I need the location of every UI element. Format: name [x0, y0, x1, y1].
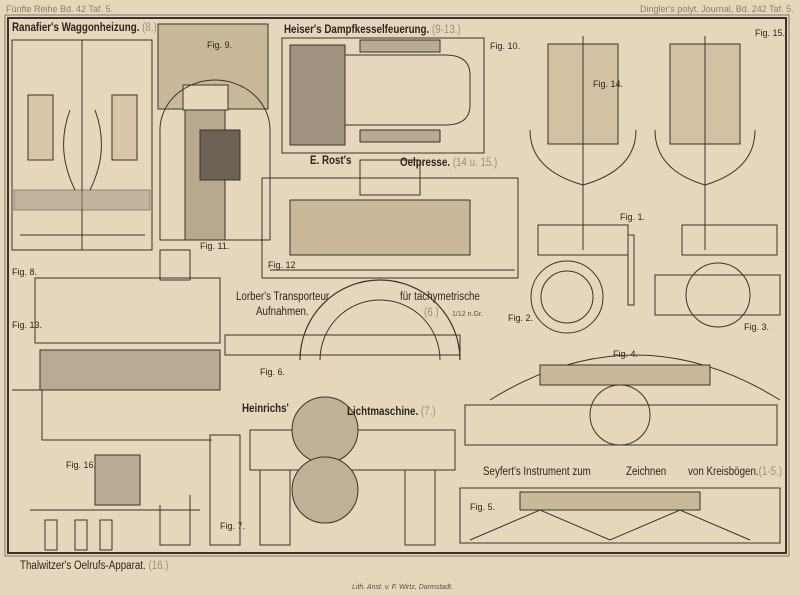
fig-6-label: Fig. 6.: [260, 367, 286, 377]
title-ref: (16.): [148, 560, 169, 572]
title-ref: (8.): [142, 22, 157, 34]
title-lorber-ref: (6.): [424, 307, 439, 319]
fig-15-label: Fig. 15.: [755, 28, 786, 38]
title-ref: (7.): [420, 406, 436, 418]
title-text: Ranafier's Waggonheizung.: [12, 22, 140, 34]
fig-4-label: Fig. 4.: [613, 349, 639, 359]
fig5-arc-instrument: [459, 487, 781, 544]
title-seyfert-2: Zeichnen: [626, 466, 667, 478]
title-rost-1: E. Rost's: [310, 155, 352, 167]
title-thalwitzer: Thalwitzer's Oelrufs-Apparat. (16.): [20, 560, 169, 572]
fig-8-label: Fig. 8.: [12, 267, 38, 277]
plate-frame: [7, 17, 787, 554]
fig-10-label: Fig. 10.: [490, 41, 521, 51]
fig9-fig11-furnace: [157, 23, 271, 241]
title-ranafier: Ranafier's Waggonheizung. (8.): [12, 22, 157, 34]
title-ref: (9-13.): [431, 24, 461, 36]
fig-14-label: Fig. 14.: [593, 79, 624, 89]
fig-3-label: Fig. 3.: [744, 322, 770, 332]
fig-11-label: Fig. 11.: [200, 241, 230, 251]
lithographer-credit: Lith. Anst. v. F. Wirtz, Darmstadt.: [352, 584, 453, 591]
title-text: von Kreisbögen.: [688, 466, 759, 478]
fig3-plate: [654, 274, 781, 316]
fig-5-label: Fig. 5.: [470, 502, 496, 512]
title-heinrichs-1: Heinrichs': [242, 403, 289, 415]
fig-9-label: Fig. 9.: [207, 40, 233, 50]
title-text: Oelpresse.: [400, 157, 451, 169]
fig13-boiler: [12, 249, 221, 441]
title-ref: (1-5.): [758, 466, 783, 478]
title-rost-2: Oelpresse. (14 u. 15.): [400, 157, 497, 169]
title-heiser: Heiser's Dampfkesselfeuerung. (9-13.): [284, 24, 461, 36]
fig8-waggon-heater: [11, 39, 153, 251]
fig-2-label: Fig. 2.: [508, 313, 534, 323]
fig2-disc: [530, 260, 604, 334]
fig15-press: [654, 36, 778, 256]
header-series-volume: Fünfte Reihe Bd. 42 Taf. 5.: [6, 4, 113, 14]
fig-7-label: Fig. 7.: [220, 521, 246, 531]
fig14-press: [529, 36, 637, 256]
title-ref: (14 u. 15.): [452, 157, 498, 169]
title-heinrichs-2: Lichtmaschine. (7.): [347, 406, 436, 418]
header-journal: Dingler's polyt. Journal, Bd. 242 Taf. 5…: [640, 4, 794, 14]
fig4-arc-instrument: [464, 354, 781, 446]
title-lorber-1: Lorber's Transporteur: [236, 291, 330, 303]
plate-outer-frame: [4, 14, 790, 557]
fig-13-label: Fig. 13.: [12, 320, 43, 330]
title-lorber-3: für tachymetrische: [400, 291, 480, 303]
fig-16-label: Fig. 16.: [66, 460, 97, 470]
fig-1-label: Fig. 1.: [620, 212, 646, 222]
fig1-rod: [627, 234, 635, 306]
fig10-boiler: [281, 37, 485, 154]
title-seyfert-3: von Kreisbögen.(1-5.): [688, 466, 782, 478]
fig16-oil-apparatus: [30, 454, 200, 551]
title-text: Lichtmaschine.: [347, 406, 419, 418]
title-text: Thalwitzer's Oelrufs-Apparat.: [20, 560, 146, 572]
title-lorber-2: Aufnahmen.: [256, 306, 309, 318]
fig6-protractor: [224, 279, 461, 361]
title-text: Heiser's Dampfkesselfeuerung.: [284, 24, 430, 36]
fig7-dynamo: [209, 396, 456, 546]
fig12-oil-press: [261, 159, 519, 279]
lorber-scale: 1/12 n.Gr.: [452, 311, 483, 318]
title-seyfert-1: Seyfert's Instrument zum: [483, 466, 591, 478]
fig-12-label: Fig. 12: [268, 260, 296, 270]
